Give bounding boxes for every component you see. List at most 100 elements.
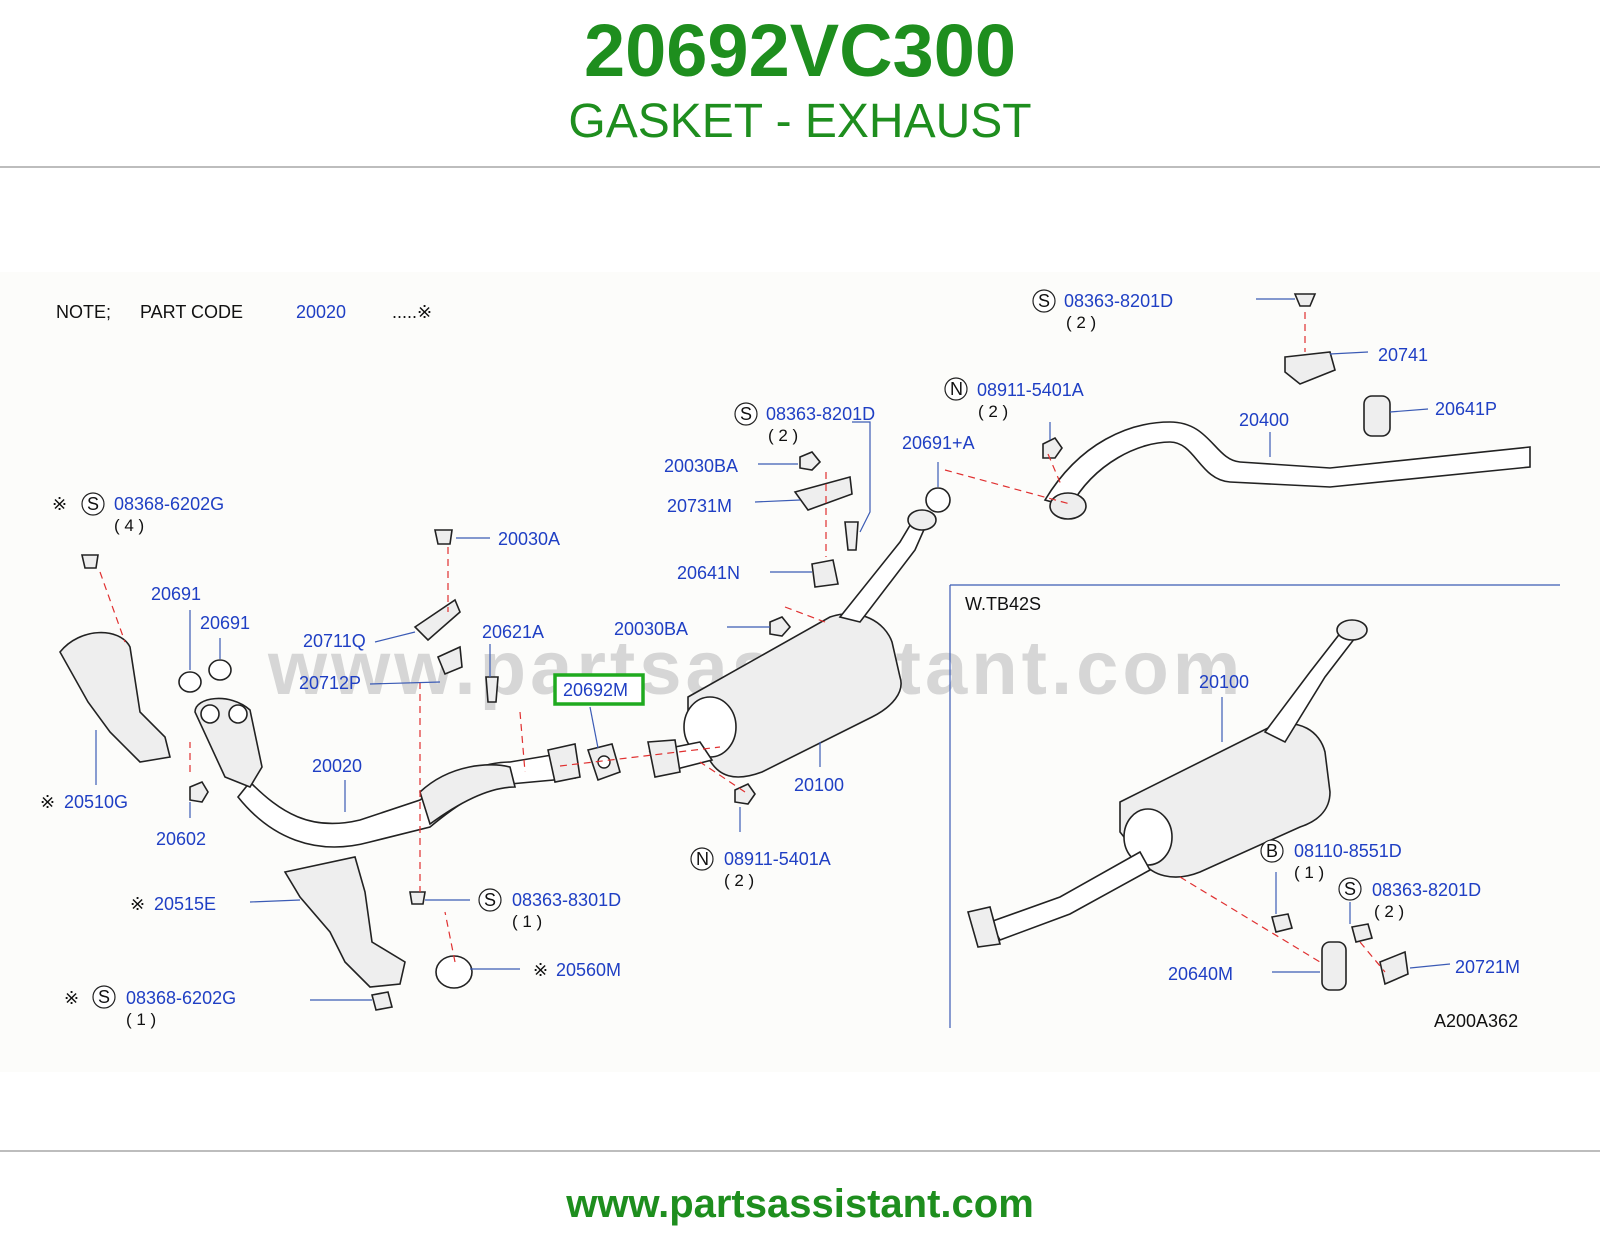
callout-code[interactable]: 08911-5401A (977, 380, 1084, 400)
muffler-inlet-flange (647, 739, 681, 778)
heat-shield-20510G[interactable] (59, 631, 171, 763)
dash-inset-bracket (1359, 941, 1386, 973)
label-20030BA-lower[interactable]: 20030BA (614, 619, 688, 639)
note-marker: .....※ (392, 302, 432, 322)
label-20712P[interactable]: 20712P (299, 673, 361, 693)
leader-20515E (249, 899, 301, 903)
label-20641P[interactable]: 20641P (1435, 399, 1497, 419)
exhaust-diagram: www.partsassistant.com NOTE; PART CODE 2… (0, 272, 1600, 1072)
callout-qty: ( 1 ) (512, 912, 542, 931)
callout-code[interactable]: 08110-8551D (1294, 841, 1402, 861)
callout-qty: ( 1 ) (1294, 863, 1324, 882)
bracket-20721M[interactable] (1379, 950, 1409, 986)
callout-prefix: N (696, 849, 709, 869)
callout-code[interactable]: 08363-8201D (766, 404, 875, 424)
inset-outlet-flange (1336, 619, 1368, 641)
label-20100-main[interactable]: 20100 (794, 775, 844, 795)
bracket-20711Q[interactable] (413, 598, 461, 642)
label-20602[interactable]: 20602 (156, 829, 206, 849)
clamp-20560M[interactable] (435, 955, 473, 989)
hanger-20640M[interactable] (1321, 941, 1347, 991)
bracket-20741[interactable] (1284, 351, 1336, 385)
label-20691-a[interactable]: 20691 (151, 584, 201, 604)
dash-mount-lower (784, 606, 826, 623)
mark-20560M: ※ (533, 960, 548, 980)
bolt-20741 (1293, 293, 1317, 307)
callout-code[interactable]: 08363-8201D (1064, 291, 1173, 311)
callout-prefix: S (1038, 291, 1050, 311)
label-20641N[interactable]: 20641N (677, 563, 740, 583)
part-code-link[interactable]: 20020 (296, 302, 346, 322)
callout-code[interactable]: 08911-5401A (724, 849, 831, 869)
label-20741[interactable]: 20741 (1378, 345, 1428, 365)
label-20510G[interactable]: 20510G (64, 792, 128, 812)
label-20711Q[interactable]: 20711Q (303, 631, 366, 651)
callout-code[interactable]: 08368-6202G (126, 988, 236, 1008)
highlight-box-20692M[interactable] (553, 673, 645, 706)
callout-08368-6202G-top[interactable]: ※ S 08368-6202G ( 4 ) (52, 492, 224, 535)
nut-08911-top (1042, 436, 1063, 459)
part-code-label: PART CODE (140, 302, 243, 322)
callout-code[interactable]: 08368-6202G (114, 494, 224, 514)
callout-08363-8201D-inset[interactable]: S 08363-8201D ( 2 ) (1338, 877, 1481, 921)
label-20731M[interactable]: 20731M (667, 496, 732, 516)
callout-08363-8301D[interactable]: S 08363-8301D ( 1 ) (478, 888, 621, 931)
footer-divider (0, 1150, 1600, 1152)
dash-inset-hanger (1179, 876, 1321, 963)
insulator-20641N[interactable] (811, 559, 839, 588)
nut-20602[interactable] (189, 780, 209, 803)
part-name-subtitle: GASKET - EXHAUST (568, 95, 1032, 148)
dash-nut-tailpipe (1047, 453, 1063, 488)
label-20621A[interactable]: 20621A (482, 622, 544, 642)
label-20692M-highlighted[interactable]: 20692M (563, 680, 628, 700)
label-20020[interactable]: 20020 (312, 756, 362, 776)
callout-prefix-circle (1338, 877, 1362, 901)
label-20640M[interactable]: 20640M (1168, 964, 1233, 984)
footer-site-link[interactable]: www.partsassistant.com (566, 1182, 1034, 1226)
muffler-outlet-flange (907, 509, 937, 531)
callout-08110-8551D[interactable]: B 08110-8551D ( 1 ) (1260, 839, 1402, 882)
catalyst-section (419, 764, 517, 826)
callout-08368-6202G-bottom[interactable]: ※ S 08368-6202G ( 1 ) (64, 985, 236, 1029)
bracket-20731M[interactable] (793, 475, 853, 511)
mark-20510G: ※ (40, 792, 55, 812)
label-20721M[interactable]: 20721M (1455, 957, 1520, 977)
label-20400[interactable]: 20400 (1239, 410, 1289, 430)
nut-08911-lower (734, 782, 756, 805)
label-20030BA-upper[interactable]: 20030BA (664, 456, 738, 476)
gasket-20691A[interactable] (925, 487, 951, 513)
callout-qty: ( 1 ) (126, 1010, 156, 1029)
callout-prefix: S (87, 494, 99, 514)
inset-inlet-pipe (988, 850, 1152, 941)
rubber-hanger-20641P[interactable] (1363, 395, 1391, 437)
gasket-20691-a[interactable] (178, 671, 202, 693)
tail-pipe-20400[interactable] (1043, 421, 1531, 508)
callout-mark: ※ (52, 494, 67, 514)
bolt-08363-8201D-inset (1351, 923, 1373, 943)
bolt-muffler-mount (844, 521, 859, 551)
label-20560M[interactable]: 20560M (556, 960, 621, 980)
label-20030A[interactable]: 20030A (498, 529, 560, 549)
label-20100-inset[interactable]: 20100 (1199, 672, 1249, 692)
nut-20030BA-upper (799, 451, 822, 471)
callout-qty: ( 2 ) (768, 426, 798, 445)
label-20515E[interactable]: 20515E (154, 894, 216, 914)
callout-prefix: S (1344, 879, 1356, 899)
inset-inlet-flange (966, 906, 1002, 948)
heat-shield-20515E[interactable] (283, 856, 406, 988)
callout-qty: ( 4 ) (114, 516, 144, 535)
bracket-20712P[interactable] (436, 645, 463, 676)
label-20691-b[interactable]: 20691 (200, 613, 250, 633)
dash-sensor (519, 711, 526, 773)
callout-code[interactable]: 08363-8301D (512, 890, 621, 910)
gasket-20691-b[interactable] (208, 659, 232, 681)
callout-prefix-circle (690, 847, 714, 871)
callout-08363-8201D-middle[interactable]: S 08363-8201D ( 2 ) (734, 402, 875, 445)
callout-code[interactable]: 08363-8201D (1372, 880, 1481, 900)
callout-qty: ( 2 ) (978, 402, 1008, 421)
callout-08911-5401A-top[interactable]: N 08911-5401A ( 2 ) (944, 377, 1084, 421)
label-20691A[interactable]: 20691+A (902, 433, 975, 453)
callout-08363-8201D-top[interactable]: S 08363-8201D ( 2 ) (1032, 289, 1173, 332)
callout-08911-5401A-bottom[interactable]: N 08911-5401A ( 2 ) (690, 847, 831, 890)
manifold-port-1 (200, 704, 220, 724)
